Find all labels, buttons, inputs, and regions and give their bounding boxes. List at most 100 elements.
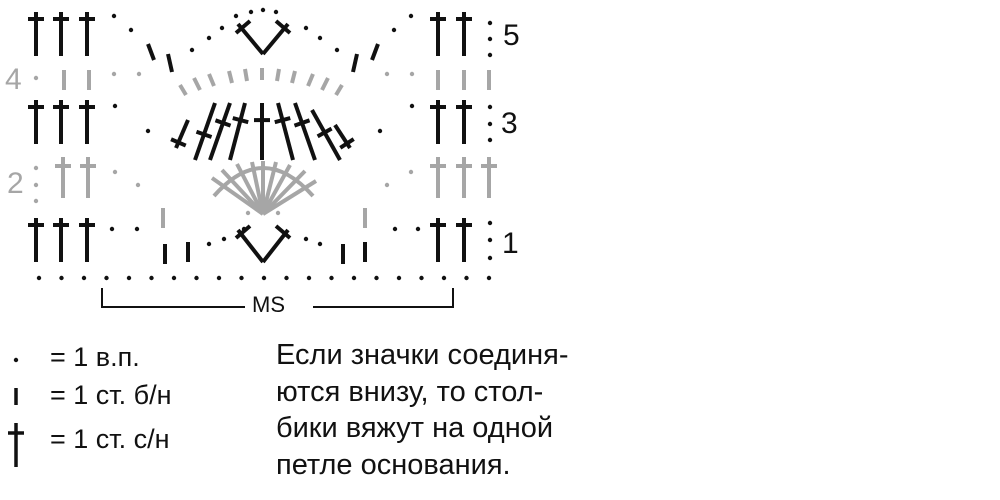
double-crochet-mark: [55, 157, 71, 198]
double-crochet-mark: [80, 157, 96, 198]
double-crochet-mark: [210, 176, 265, 216]
double-crochet-mark: [274, 19, 292, 35]
chain-stitch-mark: [221, 236, 227, 242]
double-crochet-mark: [456, 157, 472, 198]
double-crochet-mark: [53, 12, 69, 56]
chain-stitch-mark: [409, 71, 415, 77]
chain-stitch-mark: [384, 182, 390, 188]
chain-stitch-mark: [275, 210, 281, 216]
chain-stitch-mark: [374, 275, 379, 281]
chain-stitch-mark: [206, 241, 212, 247]
chain-stitch-mark: [408, 13, 414, 19]
double-crochet-mark: [234, 224, 252, 240]
single-crochet-mark: [192, 77, 202, 91]
single-crochet-mark: [243, 68, 249, 82]
chain-stitch-mark: [33, 165, 39, 171]
legend-text: = 1 ст. б/н: [50, 380, 172, 410]
chain-stitch-mark: [36, 275, 42, 281]
double-crochet-mark: [456, 218, 472, 262]
double-crochet-mark: [456, 12, 472, 56]
chain-stitch-mark: [396, 275, 402, 281]
chain-stitch-mark: [487, 20, 493, 26]
double-crochet-mark: [79, 218, 95, 262]
note-line: петле основания.: [276, 448, 511, 481]
chain-stitch-mark: [126, 275, 132, 281]
chain-stitch-mark: [134, 226, 140, 232]
chain-stitch-mark: [487, 36, 493, 42]
chain-stitch-mark: [248, 9, 254, 15]
repeat-label: MS: [252, 292, 285, 317]
single-crochet-mark: [351, 53, 359, 73]
chain-stitch-mark: [135, 182, 141, 188]
chain-stitch-mark: [109, 226, 115, 232]
note-line: ются внизу, то стол-: [276, 375, 544, 408]
single-crochet-mark: [275, 68, 281, 82]
double-crochet-mark: [456, 100, 472, 144]
chain-stitch-mark: [149, 275, 154, 281]
chain-stitch-mark: [33, 198, 39, 204]
row-label: 1: [502, 227, 519, 260]
chain-stitch-mark: [33, 182, 39, 188]
single-crochet-mark: [320, 77, 330, 91]
chain-stitch-mark: [391, 27, 397, 33]
double-crochet-mark: [310, 109, 342, 161]
chain-stitch-mark: [273, 9, 279, 15]
double-crochet-mark: [220, 168, 265, 216]
double-crochet-mark: [274, 224, 292, 240]
single-crochet-mark: [146, 43, 156, 61]
row-label: 4: [5, 63, 22, 96]
double-crochet-mark: [254, 103, 270, 160]
repeat-bracket: [101, 288, 245, 308]
double-crochet-mark: [234, 19, 252, 35]
single-crochet-mark: [370, 43, 380, 61]
chain-stitch-mark: [487, 220, 493, 226]
single-crochet-mark: [178, 83, 188, 97]
single-crochet-icon: [14, 388, 18, 405]
chain-stitch-mark: [111, 13, 117, 19]
chain-stitch-mark: [303, 25, 309, 31]
chain-stitch-mark: [206, 35, 212, 41]
double-crochet-mark: [293, 102, 317, 161]
note-text: Если значки соединя- ются внизу, то стол…: [276, 337, 616, 483]
chain-stitch-mark: [81, 275, 87, 281]
double-crochet-mark: [53, 100, 69, 144]
row-label: 5: [503, 19, 520, 52]
row-label: 3: [501, 107, 518, 140]
double-crochet-mark: [430, 218, 446, 262]
chain-stitch-mark: [419, 275, 424, 281]
chain-stitch-mark: [194, 275, 199, 281]
chain-stitch-mark: [112, 103, 118, 109]
chain-stitch-mark: [384, 71, 390, 77]
double-crochet-mark: [28, 218, 44, 262]
chain-stitch-mark: [408, 169, 414, 175]
chain-stitch-mark: [104, 275, 109, 281]
double-crochet-mark: [193, 102, 217, 161]
chain-dot-icon: [13, 357, 19, 363]
chain-stitch-mark: [487, 255, 493, 261]
chain-stitch-mark: [317, 241, 323, 247]
chain-stitch-mark: [464, 275, 469, 281]
chain-stitch-mark: [189, 47, 195, 53]
chain-stitch-mark: [239, 275, 244, 281]
chain-stitch-mark: [487, 121, 493, 127]
double-crochet-mark: [170, 119, 190, 149]
chain-stitch-mark: [303, 236, 309, 242]
single-crochet-mark: [207, 73, 216, 87]
chain-stitch-mark: [171, 275, 177, 281]
double-crochet-mark: [481, 157, 497, 198]
chain-stitch-mark: [112, 169, 118, 175]
double-crochet-mark: [53, 218, 69, 262]
double-crochet-mark: [212, 166, 315, 198]
chain-stitch-mark: [377, 128, 383, 134]
double-crochet-mark: [261, 169, 307, 216]
chain-stitch-mark: [487, 52, 493, 58]
chain-stitch-mark: [392, 226, 398, 232]
double-crochet-mark: [430, 12, 446, 56]
legend-text: = 1 в.п.: [50, 342, 140, 372]
chain-stitch-mark: [128, 27, 134, 33]
crochet-chart: [28, 7, 497, 308]
double-crochet-icon: [8, 423, 24, 467]
double-crochet-mark: [274, 102, 295, 161]
chain-stitch-mark: [329, 275, 334, 281]
chain-stitch-mark: [261, 275, 267, 281]
